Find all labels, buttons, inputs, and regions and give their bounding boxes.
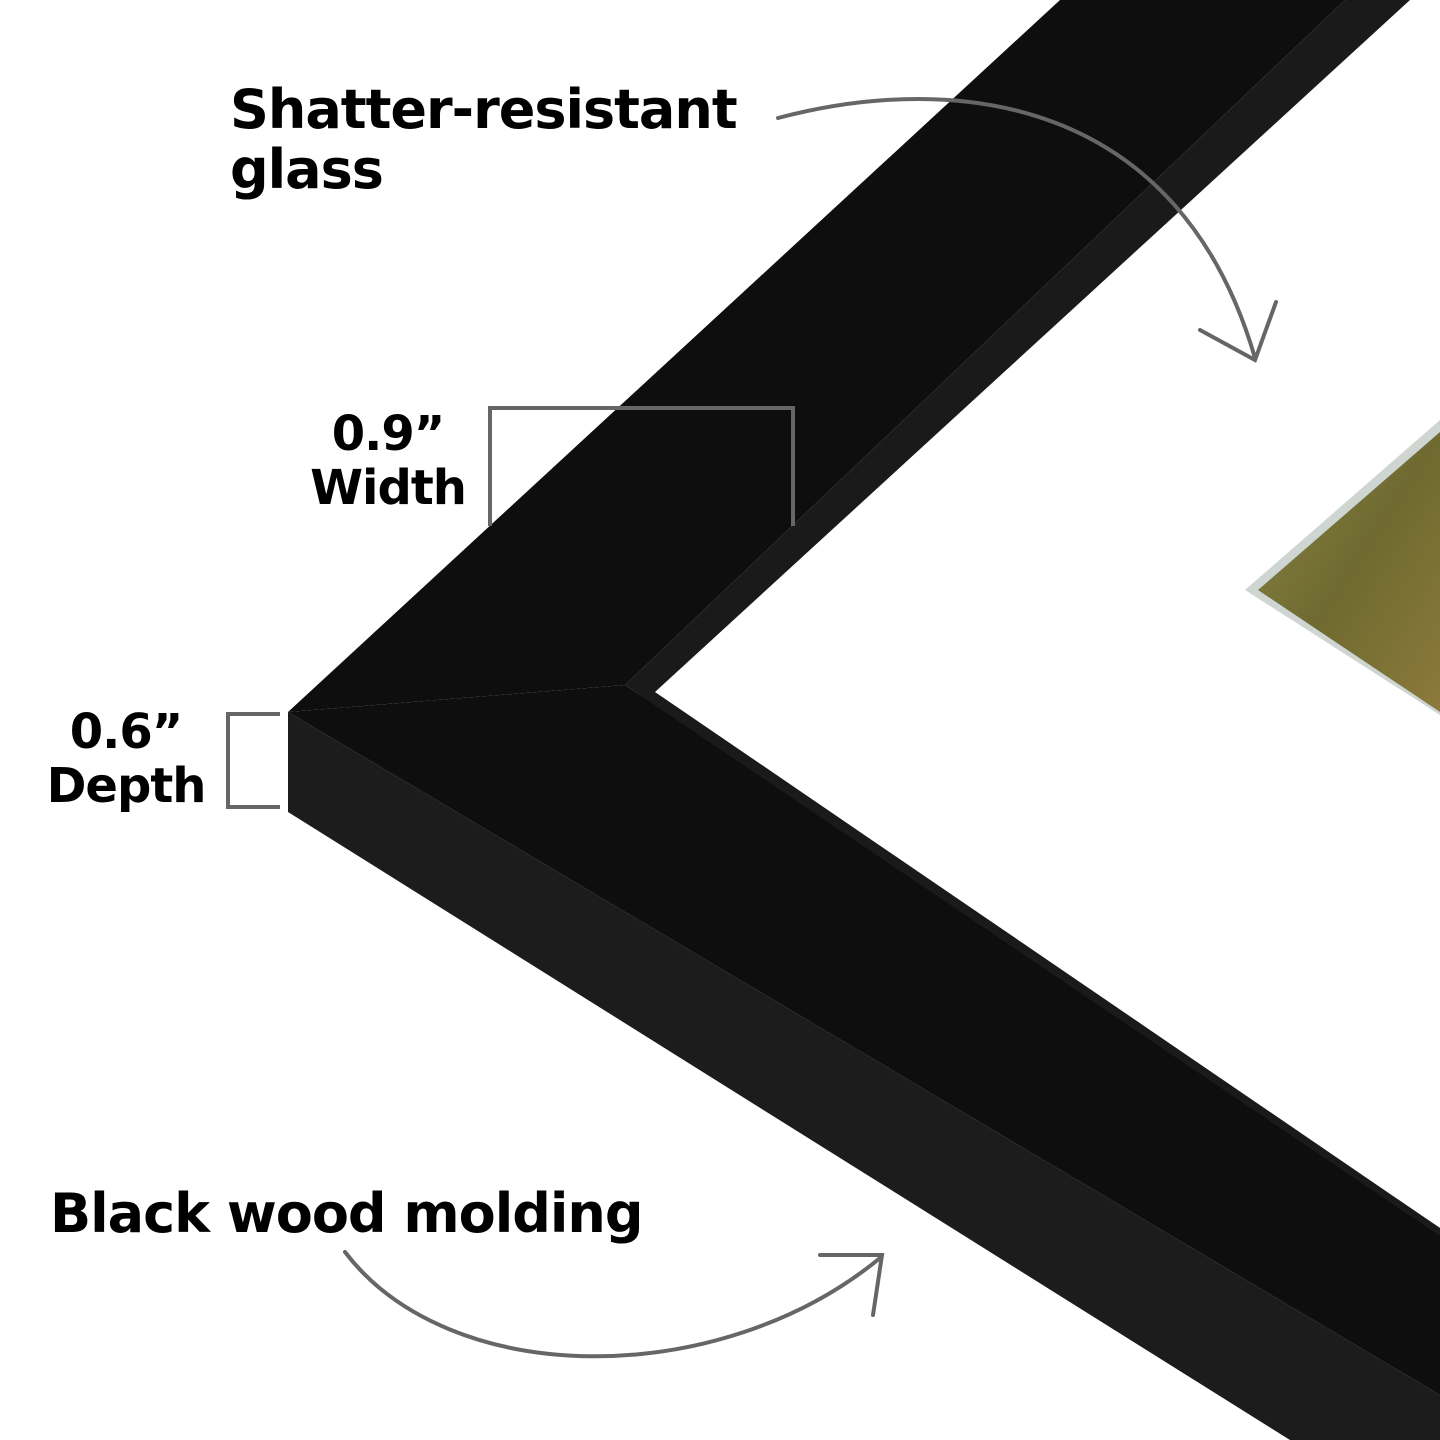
glass-label-line2: glass — [230, 138, 384, 202]
depth-value: 0.6” — [69, 704, 184, 760]
width-caption: Width — [310, 459, 467, 516]
molding-label: Black wood molding — [50, 1182, 644, 1245]
molding-arrow — [343, 1250, 885, 1359]
depth-caption: Depth — [46, 757, 207, 814]
glass-arrow — [776, 97, 1278, 363]
photo — [1258, 432, 1440, 712]
glass-label-line1: Shatter-resistant — [230, 78, 738, 141]
glass-label: Shatter-resistant glass — [230, 78, 738, 202]
width-label: 0.9” Width — [308, 406, 468, 516]
width-bracket — [488, 406, 795, 526]
frame-top-arm — [288, 0, 1345, 712]
depth-label: 0.6” Depth — [46, 704, 207, 814]
width-value: 0.9” — [331, 406, 446, 462]
frame-side-face — [288, 712, 1440, 1440]
depth-bracket — [226, 712, 280, 809]
frame-bottom-arm — [288, 685, 1440, 1395]
